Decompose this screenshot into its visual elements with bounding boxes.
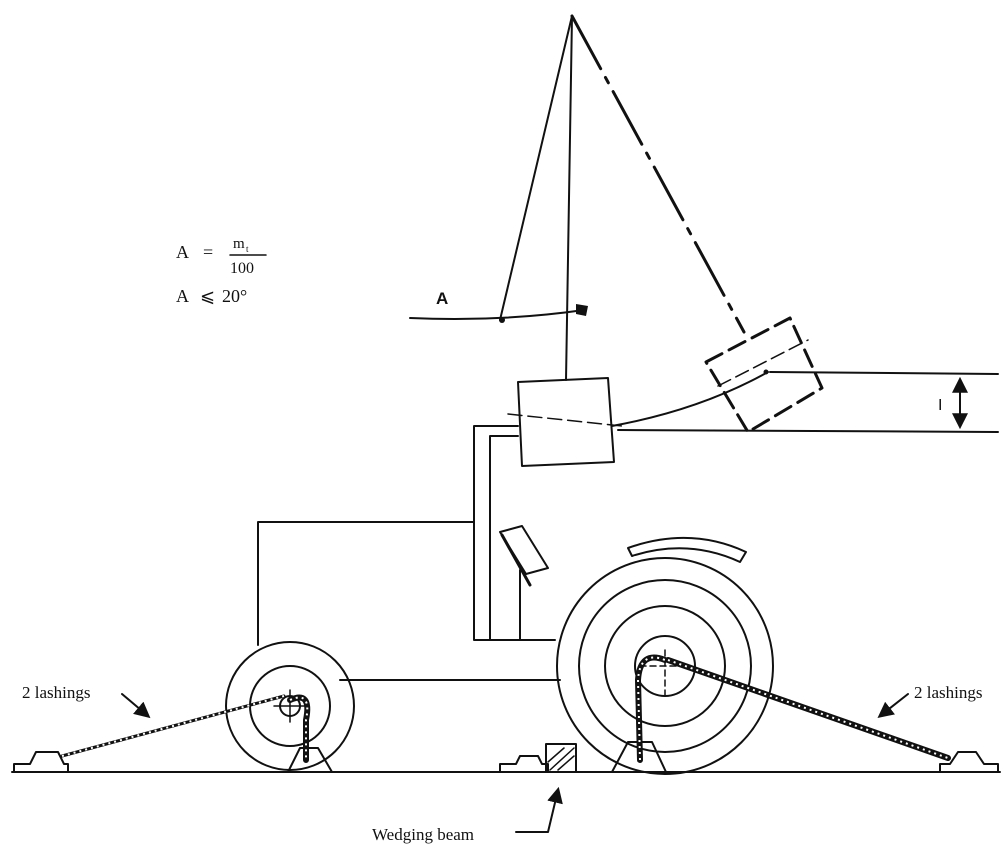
weight-box [517,377,615,467]
wedging-beam-block [545,743,577,773]
pendulum-weight-box [507,377,623,467]
anchor-rear-right [939,751,999,773]
mudguard [627,536,747,563]
formula-equals: = [203,242,213,262]
height-label: I [938,397,942,414]
wedging-beam [545,743,577,773]
tractor-body [257,425,747,681]
arc-marker-left [499,317,505,323]
lashing-anchors [13,751,999,773]
formula-numerator: m [233,236,245,252]
rope-rear-down [635,654,668,763]
hood [257,521,475,641]
constraint-operator: ⩽ [200,286,215,306]
anchor-front-left [13,751,69,773]
lashings-left-label: 2 lashings [22,683,90,702]
arc-label: A [436,289,448,308]
callout-arrow-right [877,693,909,718]
pendulum-swing-line [499,15,573,321]
rear-rim [604,605,726,727]
wedging-beam-hatch-2 [557,755,575,771]
formula-denominator: 100 [230,260,254,277]
weight-box-centerline [507,413,623,427]
height-bottom-line [617,429,999,433]
front-chock [287,747,333,773]
wedging-beam-hatch-1 [549,747,575,771]
mast-outer [473,425,556,641]
anchor-middle [499,755,549,773]
constraint-lhs: A [176,286,189,306]
height-indicator: I [617,371,999,433]
formula-block: A = m t 100 A ⩽ 20° [176,236,267,306]
rope-rear-right-twist [667,659,949,759]
lashing-ropes [60,654,951,763]
constraint-rhs: 20° [222,286,247,306]
rear-tire [556,557,774,775]
wedging-beam-label: Wedging beam [372,825,474,844]
rope-front-down-twist [289,696,309,760]
arc-line [409,309,585,320]
angle-arc: A [409,289,588,323]
wedging-beam-hatch-3 [547,747,565,763]
callouts [121,693,909,833]
pendulum-displaced-line [570,14,746,334]
arc-marker-right [576,304,588,316]
steering-wheel-rim [499,525,549,575]
displaced-box [704,316,824,434]
rear-wheel [556,557,774,775]
formula-lhs: A [176,242,189,262]
pendulum-plumb-line [565,15,573,381]
displaced-box-centerline [717,339,809,387]
callout-arrow-left [121,693,151,719]
swing-path [611,371,769,427]
callout-arrow-wedge [515,786,563,833]
height-top-line [769,371,999,375]
mast-inner [489,435,519,641]
pendulum-lines [499,14,746,381]
formula-numerator-sub: t [246,244,249,254]
rope-front-left-twist [61,695,285,757]
rear-tire-inner [578,579,752,753]
lashings-right-label: 2 lashings [914,683,982,702]
